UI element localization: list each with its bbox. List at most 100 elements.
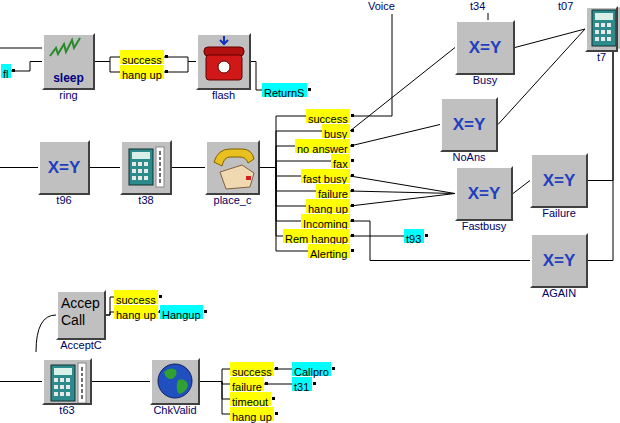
flash-block: flash xyxy=(196,33,251,90)
output-tag: success xyxy=(306,109,350,123)
connector xyxy=(515,29,585,48)
block-face xyxy=(530,233,588,288)
connector xyxy=(350,125,440,147)
connector xyxy=(251,62,262,91)
accept-call-block: Accep CallAcceptC xyxy=(56,290,106,340)
connector xyxy=(106,297,114,315)
block-face xyxy=(56,290,106,340)
block-face xyxy=(455,166,513,221)
connector xyxy=(513,181,530,194)
function-block: t38 xyxy=(120,140,172,195)
connector xyxy=(260,168,301,177)
handset xyxy=(214,149,254,166)
tag-text: Hangup xyxy=(160,308,203,322)
block-text: X=Y xyxy=(532,251,586,271)
block-faces xyxy=(38,6,618,405)
block-label: flash xyxy=(212,89,235,102)
link-tag: t31 xyxy=(292,377,312,391)
connector xyxy=(498,29,585,125)
connector xyxy=(200,369,230,382)
land xyxy=(177,380,188,394)
connector xyxy=(260,168,283,237)
sleep-zigzag xyxy=(50,38,80,56)
block-label: Voice xyxy=(368,0,395,12)
calculator-icon xyxy=(51,363,86,403)
connector xyxy=(90,167,120,168)
link-tag: ReturnS xyxy=(262,83,307,97)
output-tag: failure xyxy=(316,184,350,198)
block-label: place_c xyxy=(214,194,252,207)
block-text: X=Y xyxy=(457,38,513,58)
block-label: t7 xyxy=(597,51,606,64)
wire-stubs xyxy=(0,13,488,382)
block-label: t38 xyxy=(138,194,153,207)
connector xyxy=(350,221,530,261)
wire-stub xyxy=(488,13,489,20)
output-tag: success xyxy=(230,362,274,376)
function-block: t7 xyxy=(585,6,618,52)
connector xyxy=(172,167,205,168)
output-tag: busy xyxy=(322,124,350,138)
block-label: t07 xyxy=(558,0,573,12)
phone-icon xyxy=(204,36,244,80)
block-face xyxy=(196,33,251,90)
output-tag: Alerting xyxy=(308,244,350,258)
fingernail xyxy=(246,176,251,180)
connector xyxy=(260,146,295,168)
block-label: Fastbusy xyxy=(462,220,507,233)
phone-body xyxy=(206,55,242,80)
block-face xyxy=(440,97,498,152)
wire-stub xyxy=(0,167,38,168)
web-check-block: ChkValid xyxy=(150,358,200,405)
block-text: Accep Call xyxy=(61,295,103,329)
block-label: AcceptC xyxy=(60,339,102,352)
connector xyxy=(350,176,455,194)
wire-stub xyxy=(354,14,392,116)
connector xyxy=(164,57,196,62)
block-face xyxy=(205,140,260,195)
wire-stub xyxy=(0,48,42,49)
tag-text: hang up xyxy=(120,68,164,82)
connector xyxy=(106,312,114,315)
hand xyxy=(220,165,254,189)
connector xyxy=(92,381,150,382)
phone-dial xyxy=(218,61,230,73)
tag-text: t31 xyxy=(292,380,311,394)
connector xyxy=(200,382,230,400)
wire-stub xyxy=(36,315,56,352)
block-label: ChkValid xyxy=(153,404,196,417)
output-tag: success xyxy=(120,50,164,64)
link-tag: fl xyxy=(1,64,11,78)
block-face xyxy=(42,358,92,405)
calculator-icon xyxy=(592,8,620,48)
connector xyxy=(350,236,404,237)
compare-block: X=Yt96 xyxy=(38,140,90,195)
function-block: t63 xyxy=(42,358,92,405)
compare-block: X=YBusy xyxy=(455,20,515,75)
output-tag: hang up xyxy=(230,407,274,421)
output-tag: fax xyxy=(331,154,350,168)
connector xyxy=(588,52,613,181)
block-face xyxy=(120,140,172,195)
connector xyxy=(95,57,120,62)
link-tag: Callpro xyxy=(292,362,331,376)
place-call-icon xyxy=(214,149,254,189)
output-tag: success xyxy=(114,290,158,304)
compare-block: X=YAGAIN xyxy=(530,233,588,288)
connector xyxy=(164,62,196,73)
connector xyxy=(260,168,306,207)
output-tag: hang up xyxy=(120,65,164,79)
connector xyxy=(588,52,613,261)
output-tag: Rem hangup xyxy=(283,229,350,243)
output-tag: hang up xyxy=(114,305,158,319)
block-label: NoAns xyxy=(452,151,485,164)
connector xyxy=(200,382,230,415)
block-label: Failure xyxy=(542,207,576,220)
connector xyxy=(95,62,120,73)
tag-text: hang up xyxy=(230,410,274,423)
compare-block: X=YNoAns xyxy=(440,97,498,152)
block-face xyxy=(455,20,515,75)
output-tag: hang up xyxy=(306,199,350,213)
connector xyxy=(264,384,292,385)
